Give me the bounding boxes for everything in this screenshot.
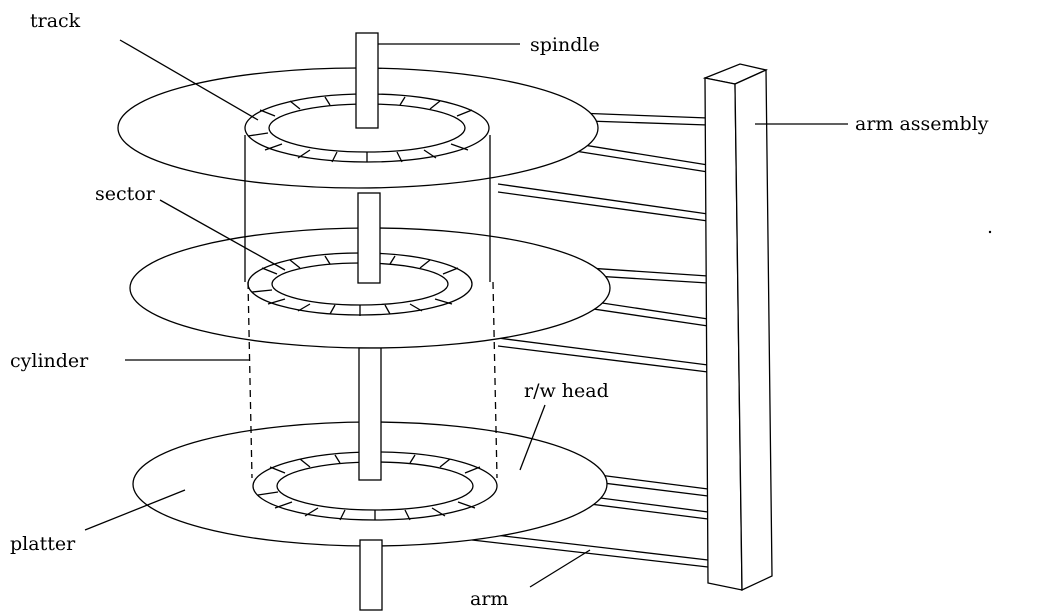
leader-sector bbox=[159, 199, 286, 271]
label-arm-assembly: arm assembly bbox=[855, 113, 989, 135]
spindle-top bbox=[355, 32, 379, 129]
label-cylinder: cylinder bbox=[10, 350, 89, 372]
arm-assembly-side bbox=[734, 68, 773, 592]
label-arm: arm bbox=[470, 588, 508, 610]
label-rw-head: r/w head bbox=[524, 380, 609, 402]
leader-rw-head bbox=[519, 404, 546, 471]
spindle bbox=[355, 32, 382, 481]
arm-assembly-bar bbox=[702, 63, 773, 592]
stray-dot bbox=[988, 230, 992, 234]
leader-arm bbox=[529, 549, 591, 588]
cylinder-wall-left-dashed bbox=[247, 281, 253, 479]
spindle-bottom bbox=[359, 539, 383, 611]
leader-platter bbox=[84, 489, 186, 531]
spindle-lower-mid bbox=[358, 347, 382, 481]
leader-track bbox=[119, 39, 259, 121]
arm-3c bbox=[469, 531, 709, 568]
platter-bottom bbox=[132, 421, 608, 611]
arm-1c bbox=[497, 183, 709, 222]
labels: track spindle arm assembly sector cylind… bbox=[10, 10, 989, 610]
cylinder-wall-right-dashed bbox=[492, 281, 498, 479]
leader-lines bbox=[84, 39, 848, 588]
label-track: track bbox=[30, 10, 81, 32]
spindle-upper-mid bbox=[357, 192, 381, 284]
cylinder-outline bbox=[244, 135, 498, 479]
label-platter: platter bbox=[10, 533, 76, 555]
label-sector: sector bbox=[95, 183, 156, 205]
label-spindle: spindle bbox=[530, 34, 600, 56]
arm-2c bbox=[497, 337, 709, 373]
